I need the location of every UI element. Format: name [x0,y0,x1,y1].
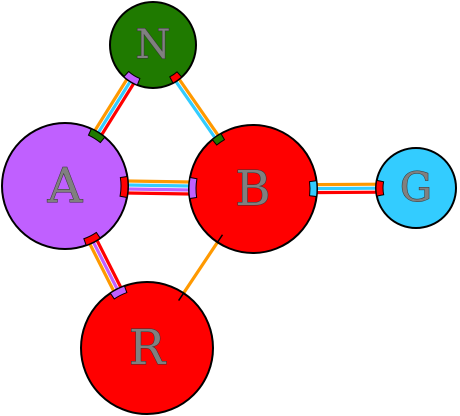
node-b-label: B [235,161,270,217]
node-r-circle[interactable] [80,281,214,415]
node-n-label: N [136,22,171,68]
port-n-to-b [169,71,183,84]
port-n-to-a [123,70,141,86]
port-r-to-a [109,285,128,300]
port-a-to-n [87,128,106,144]
labels-layer: N A B G R [46,22,432,377]
node-r-label: R [129,320,167,376]
port-b-to-a [188,176,198,200]
port-b-to-n [211,132,226,146]
port-a-to-r [83,231,101,246]
port-a-to-b [119,175,129,199]
ports-layer [83,70,385,301]
port-tick-r-b [177,292,185,301]
port-b-to-g [308,180,318,198]
port-tick-b-r [216,234,224,243]
node-a-label: A [47,158,84,214]
node-n-circle[interactable] [109,1,197,89]
node-g-label: G [400,165,432,211]
port-g-to-b [375,179,385,197]
